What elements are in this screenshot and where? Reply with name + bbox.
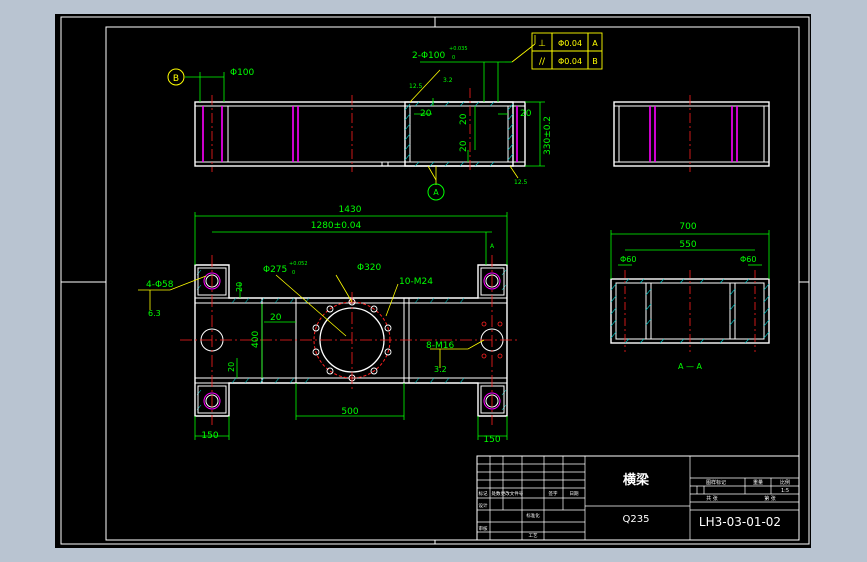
tb-label-count: 处数	[492, 490, 501, 497]
tb-label-craft: 工艺	[529, 533, 538, 539]
roughness-right: 12.5	[514, 179, 528, 186]
hole-callout: 2-Φ100	[412, 51, 446, 61]
tb-label-sheet-no: 第 张	[764, 495, 776, 502]
roughness-3-2: 3.2	[434, 365, 447, 374]
tb-label-std: 标准化	[526, 512, 540, 519]
hole-tolerance-lower: 0	[452, 55, 455, 61]
drawing-number: LH3-03-01-02	[699, 515, 781, 529]
section-dim-700: 700	[679, 222, 696, 232]
datum-b-label: B	[173, 74, 179, 84]
tb-label-approve: 审核	[479, 525, 488, 532]
section-dim-550: 550	[679, 240, 696, 250]
dim-20-c: 20	[520, 109, 532, 119]
centering-marks	[61, 17, 809, 544]
plan-view: 1430 1280±0.04 4-Φ58 6.3 Φ275 +0.052 0 Φ…	[138, 205, 520, 445]
roughness-mid: 3.2	[443, 77, 453, 84]
dim-1280: 1280±0.04	[311, 221, 362, 231]
dim-phi275-tol-lower: 0	[292, 270, 295, 276]
tb-label-ratio: 比例	[780, 479, 790, 486]
dim-20-d: 20	[459, 140, 469, 152]
tol-row2-symbol: //	[539, 57, 546, 67]
roughness-left: 12.5	[409, 83, 423, 90]
tb-label-doc: 更改文件号	[501, 490, 524, 497]
tol-row1-value: Φ0.04	[558, 39, 582, 48]
tol-row1-datum: A	[592, 39, 598, 48]
dim-150-left: 150	[201, 431, 218, 441]
height-tolerance: 330±0.2	[543, 116, 553, 155]
dim-20-mid: 20	[270, 313, 282, 323]
section-label: A — A	[678, 362, 703, 371]
dim-phi275: Φ275	[263, 265, 287, 275]
top-view: B Φ100 2-Φ100 +0.035 0 12.5 3.2 20 20 20…	[167, 35, 553, 201]
dim-phi100: Φ100	[230, 68, 255, 78]
dim-150-right: 150	[483, 435, 500, 445]
side-view	[613, 95, 770, 172]
holes-4-phi58: 4-Φ58	[146, 280, 174, 290]
thread-10-m24: 10-M24	[399, 277, 433, 287]
section-dim-phi60-right: Φ60	[740, 255, 756, 264]
dim-20-a: 20	[420, 109, 432, 119]
tolerance-frame: ⊥ Φ0.04 A // Φ0.04 B	[531, 32, 603, 70]
tb-label-sign: 签字	[549, 490, 558, 497]
material: Q235	[623, 514, 650, 525]
tb-label-design: 设计	[479, 502, 488, 509]
tb-label-date: 日期	[570, 491, 579, 497]
dim-400: 400	[251, 331, 261, 348]
section-marker-a: A	[490, 243, 495, 250]
tb-label-weight: 重量	[753, 479, 763, 486]
section-view: 700 550 Φ60 Φ60 A — A	[610, 222, 770, 371]
section-dim-phi60-left: Φ60	[620, 255, 636, 264]
dim-20-side: 20	[227, 362, 236, 372]
dim-1430: 1430	[339, 205, 362, 215]
dim-phi320: Φ320	[357, 263, 382, 273]
roughness-6-3: 6.3	[148, 309, 161, 318]
datum-a-label: A	[433, 188, 439, 197]
tol-row2-datum: B	[592, 57, 598, 66]
tb-label-stage: 图样标记	[706, 479, 726, 486]
thread-8-m16: 8-M16	[426, 341, 454, 351]
dim-phi275-tol-upper: +0.052	[289, 261, 308, 267]
dim-500: 500	[341, 407, 358, 417]
dim-20-b: 20	[459, 113, 469, 125]
part-name: 横梁	[623, 472, 650, 488]
dim-20-top: 20	[235, 282, 244, 292]
scale-value: 1:5	[781, 488, 789, 494]
tol-row1-symbol: ⊥	[538, 39, 546, 49]
tb-label-mark: 标记	[479, 490, 488, 497]
tol-row2-value: Φ0.04	[558, 57, 582, 66]
title-block: 横梁 Q235 LH3-03-01-02 1:5 图样标记 重量 比例 共 张 …	[476, 455, 800, 541]
hole-tolerance-upper: +0.035	[449, 46, 468, 52]
inner-border	[105, 26, 800, 541]
tb-label-sheet: 共 张	[706, 495, 718, 502]
